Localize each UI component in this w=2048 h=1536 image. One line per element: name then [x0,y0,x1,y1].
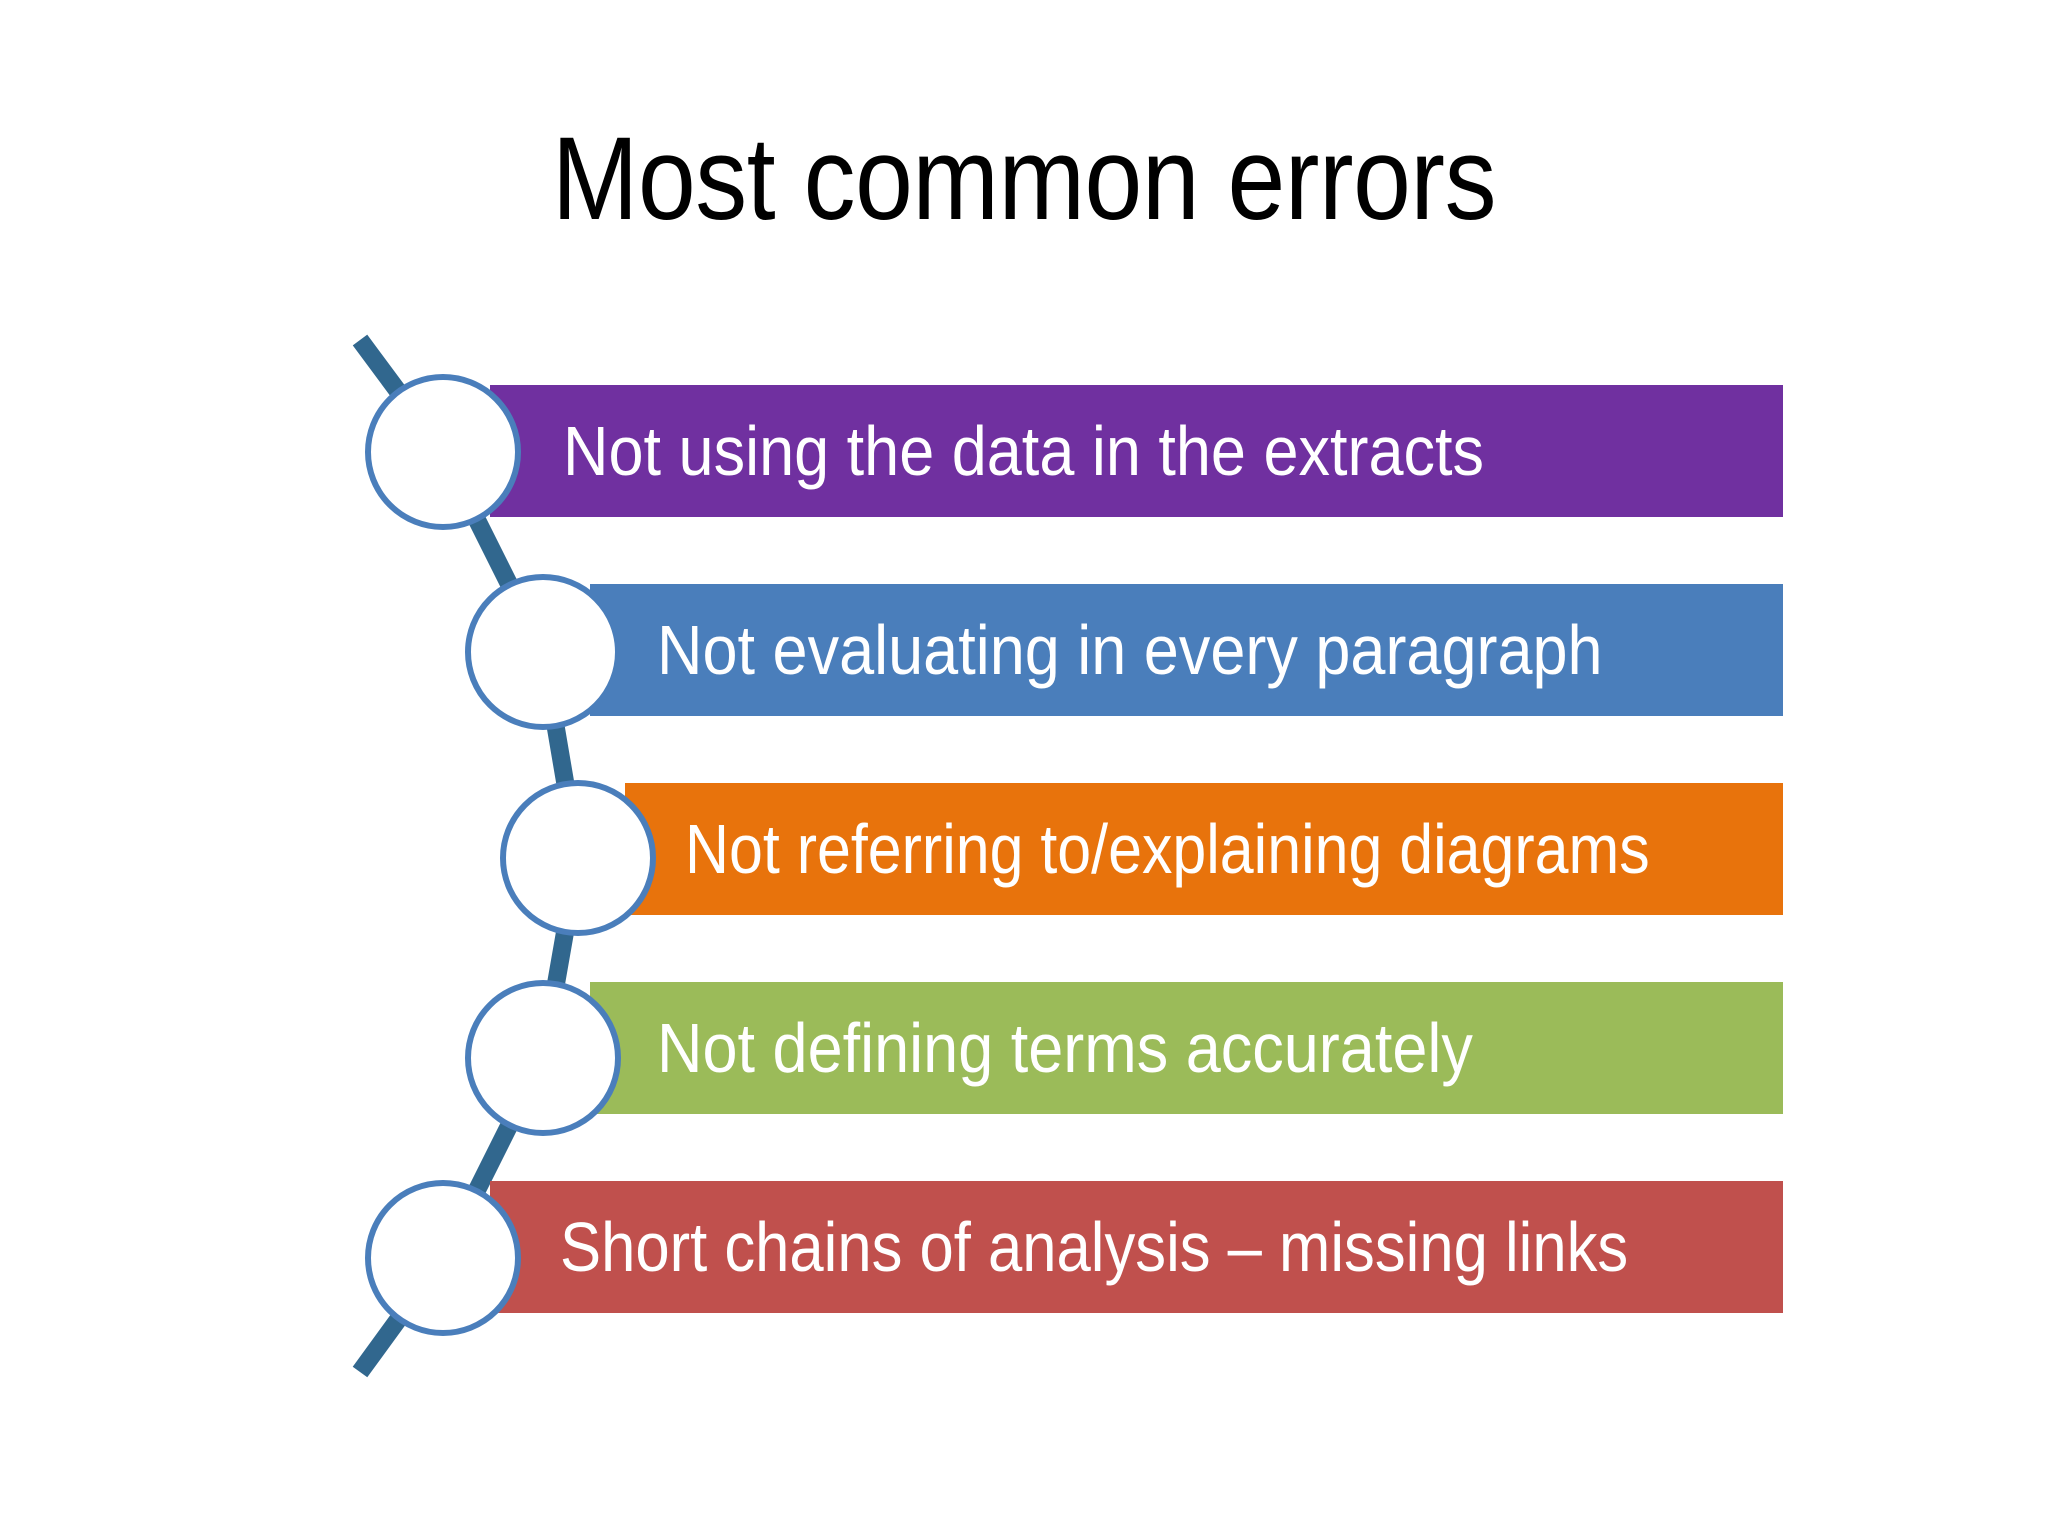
process-step-1[interactable]: Not using the data in the extracts [490,385,1783,517]
step-4-node-circle[interactable] [465,980,621,1136]
step-2-node-circle[interactable] [465,574,621,730]
step-1-node-circle[interactable] [365,374,521,530]
process-step-5[interactable]: Short chains of analysis – missing links [490,1181,1783,1313]
step-3-bar [625,783,1783,915]
step-4-label: Not defining terms accurately [657,1009,1473,1087]
step-3-node-circle[interactable] [500,780,656,936]
step-1-bar [490,385,1783,517]
step-2-label: Not evaluating in every paragraph [657,611,1603,689]
step-5-node-circle[interactable] [365,1180,521,1336]
step-5-bar [490,1181,1783,1313]
page-title: Most common errors [551,113,1497,245]
step-1-label: Not using the data in the extracts [563,412,1485,490]
step-2-bar [590,584,1783,716]
process-step-3[interactable]: Not referring to/explaining diagrams [625,783,1783,915]
process-step-4[interactable]: Not defining terms accurately [590,982,1783,1114]
step-4-bar [590,982,1783,1114]
process-step-2[interactable]: Not evaluating in every paragraph [590,584,1783,716]
step-5-label: Short chains of analysis – missing links [560,1208,1629,1286]
step-3-label: Not referring to/explaining diagrams [685,810,1650,888]
